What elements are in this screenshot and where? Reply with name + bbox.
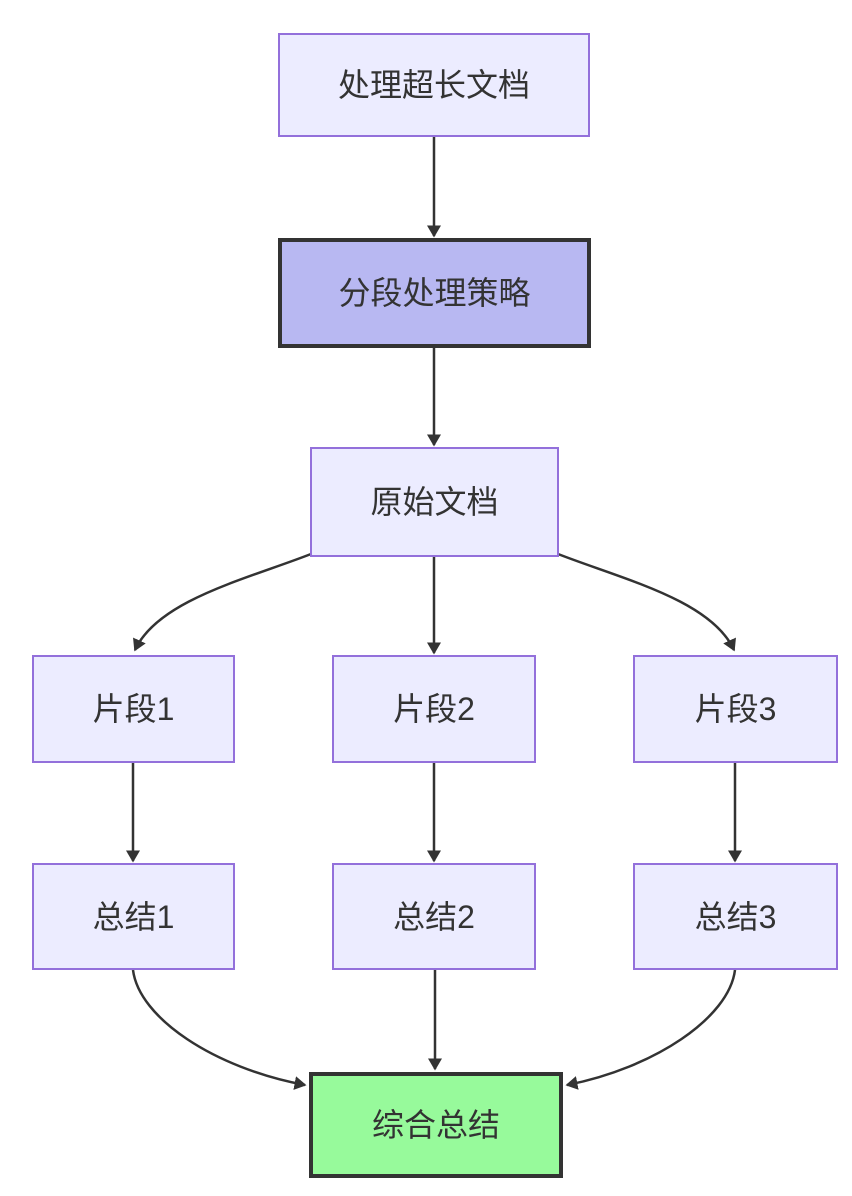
node-label: 处理超长文档 xyxy=(337,67,530,103)
node-summary-1: 总结1 xyxy=(32,863,235,970)
node-label: 总结3 xyxy=(694,898,777,935)
node-label: 综合总结 xyxy=(371,1107,500,1143)
node-original-document: 原始文档 xyxy=(310,447,559,557)
edge-source-to-segment3 xyxy=(557,552,736,652)
node-label: 总结1 xyxy=(92,898,175,935)
node-segment-3: 片段3 xyxy=(633,655,838,763)
node-label: 片段3 xyxy=(694,691,777,727)
node-segment-2: 片段2 xyxy=(332,655,536,763)
node-segment-1: 片段1 xyxy=(32,655,235,763)
node-label: 总结2 xyxy=(393,898,475,935)
node-label: 片段1 xyxy=(92,691,175,727)
node-label: 片段2 xyxy=(393,691,475,727)
node-summary-2: 总结2 xyxy=(332,863,536,970)
edge-summary3-to-final xyxy=(565,969,737,1090)
node-segmentation-strategy: 分段处理策略 xyxy=(278,238,591,348)
node-process-long-document: 处理超长文档 xyxy=(278,33,590,137)
node-label: 原始文档 xyxy=(370,484,499,520)
edge-source-to-segment1 xyxy=(133,552,312,652)
node-label: 分段处理策略 xyxy=(338,275,531,311)
edge-summary1-to-final xyxy=(131,969,307,1090)
node-final-summary: 综合总结 xyxy=(309,1072,563,1178)
node-summary-3: 总结3 xyxy=(633,863,838,970)
